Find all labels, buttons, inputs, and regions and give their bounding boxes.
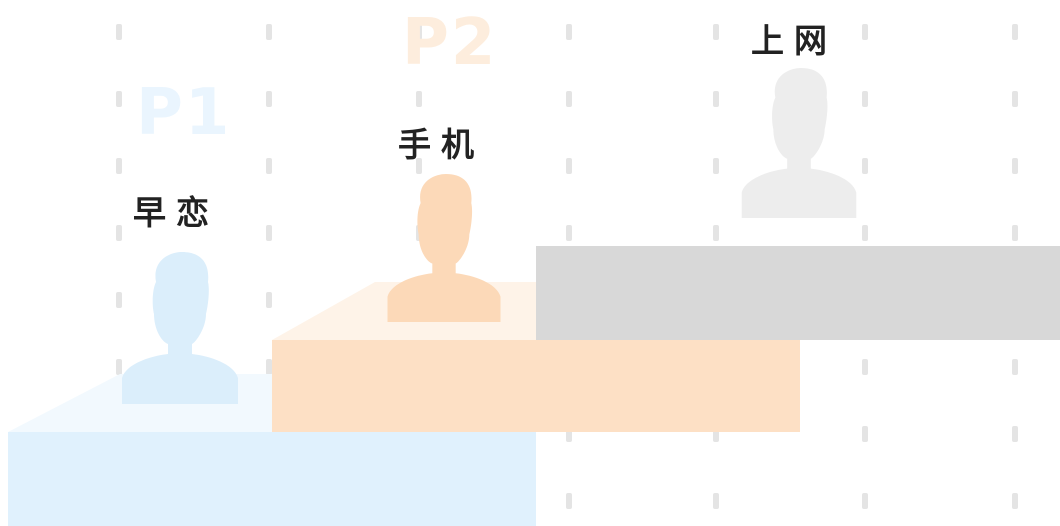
- grid-dash: [1012, 24, 1018, 40]
- grid-dash: [266, 225, 272, 241]
- second-place-rank: P2: [402, 6, 498, 80]
- grid-dash: [1012, 493, 1018, 509]
- grid-dash: [566, 158, 572, 174]
- grid-dash: [416, 91, 422, 107]
- grid-dash: [862, 24, 868, 40]
- grid-dash: [266, 24, 272, 40]
- grid-dash: [566, 493, 572, 509]
- grid-dash: [1012, 158, 1018, 174]
- grid-dash: [416, 24, 422, 40]
- grid-dash: [713, 493, 719, 509]
- grid-dash: [1012, 225, 1018, 241]
- grid-dash: [566, 426, 572, 442]
- grid-dash: [116, 359, 122, 375]
- grid-dash: [1012, 426, 1018, 442]
- grid-dash: [713, 426, 719, 442]
- second-place-label: 手机: [398, 125, 484, 164]
- grid-dash: [862, 225, 868, 241]
- grid-dash: [116, 225, 122, 241]
- first-place-block: [8, 432, 536, 526]
- grid-dash: [713, 158, 719, 174]
- grid-dash: [713, 24, 719, 40]
- second-place-person-icon: [387, 173, 501, 322]
- grid-dash: [116, 91, 122, 107]
- grid-dash: [713, 225, 719, 241]
- grid-dash: [566, 91, 572, 107]
- grid-dash: [862, 359, 868, 375]
- grid-dash: [713, 91, 719, 107]
- grid-dash: [862, 426, 868, 442]
- second-place-block: [272, 340, 800, 432]
- third-place-label: 上网: [751, 21, 837, 60]
- grid-dash: [862, 158, 868, 174]
- first-place-label: 早恋: [133, 193, 219, 232]
- grid-dash: [416, 158, 422, 174]
- grid-dash: [116, 292, 122, 308]
- grid-dash: [862, 91, 868, 107]
- third-place-block: [536, 246, 1060, 340]
- first-place-rank: P1: [136, 76, 232, 150]
- grid-dash: [266, 292, 272, 308]
- grid-dash: [1012, 91, 1018, 107]
- grid-dash: [566, 225, 572, 241]
- grid-dash: [266, 359, 272, 375]
- grid-dash: [566, 24, 572, 40]
- grid-dash: [116, 24, 122, 40]
- grid-dash: [266, 158, 272, 174]
- grid-dash: [1012, 359, 1018, 375]
- first-place-person-icon: [122, 252, 238, 404]
- grid-dash: [116, 158, 122, 174]
- grid-dash: [862, 493, 868, 509]
- grid-dash: [266, 91, 272, 107]
- third-place-person-icon: [741, 67, 857, 218]
